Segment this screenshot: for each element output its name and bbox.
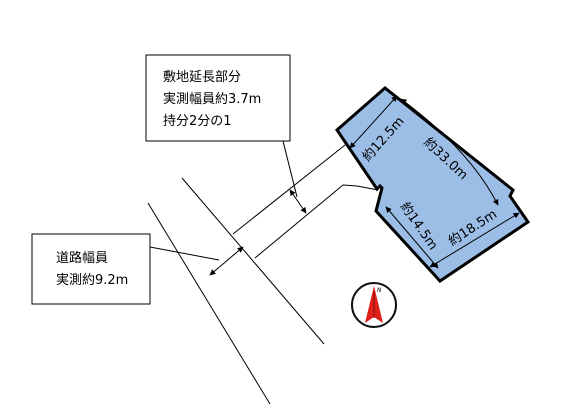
dim-line-top	[349, 95, 398, 149]
callout-road-line2: 実測約9.2m	[56, 272, 128, 288]
dim-line-diagonal	[400, 98, 499, 206]
callout-extension: 敷地延長部分 実測幅員約3.7m 持分2分の1	[145, 54, 291, 142]
road-leader-line	[149, 246, 220, 261]
extension-width-arrow	[289, 189, 307, 214]
extension-leader-line	[282, 140, 298, 198]
site-plot	[335, 86, 531, 283]
callout-extension-line3: 持分2分の1	[163, 114, 232, 129]
road	[147, 177, 325, 405]
road-edge-outer	[147, 202, 271, 405]
north-compass: N	[351, 282, 397, 328]
extension-strip	[232, 144, 379, 259]
extension-lower-edge	[254, 184, 379, 259]
road-width-indicator	[149, 246, 244, 276]
compass-north-letter: N	[377, 287, 382, 294]
callout-road-line1: 道路幅員	[56, 250, 108, 266]
road-width-arrow	[209, 246, 244, 276]
road-edge-inner	[181, 177, 325, 345]
callout-road: 道路幅員 実測約9.2m	[31, 233, 151, 305]
callout-road-box	[31, 233, 151, 305]
dim-line-bottom	[429, 212, 520, 268]
dim-line-left	[385, 206, 439, 269]
callout-extension-line1: 敷地延長部分	[163, 70, 241, 85]
extension-width-indicator	[282, 140, 307, 214]
dimension-lines	[349, 95, 520, 269]
callout-extension-line2: 実測幅員約3.7m	[163, 91, 261, 107]
extension-upper-edge	[232, 144, 346, 235]
callout-extension-box	[145, 54, 291, 142]
